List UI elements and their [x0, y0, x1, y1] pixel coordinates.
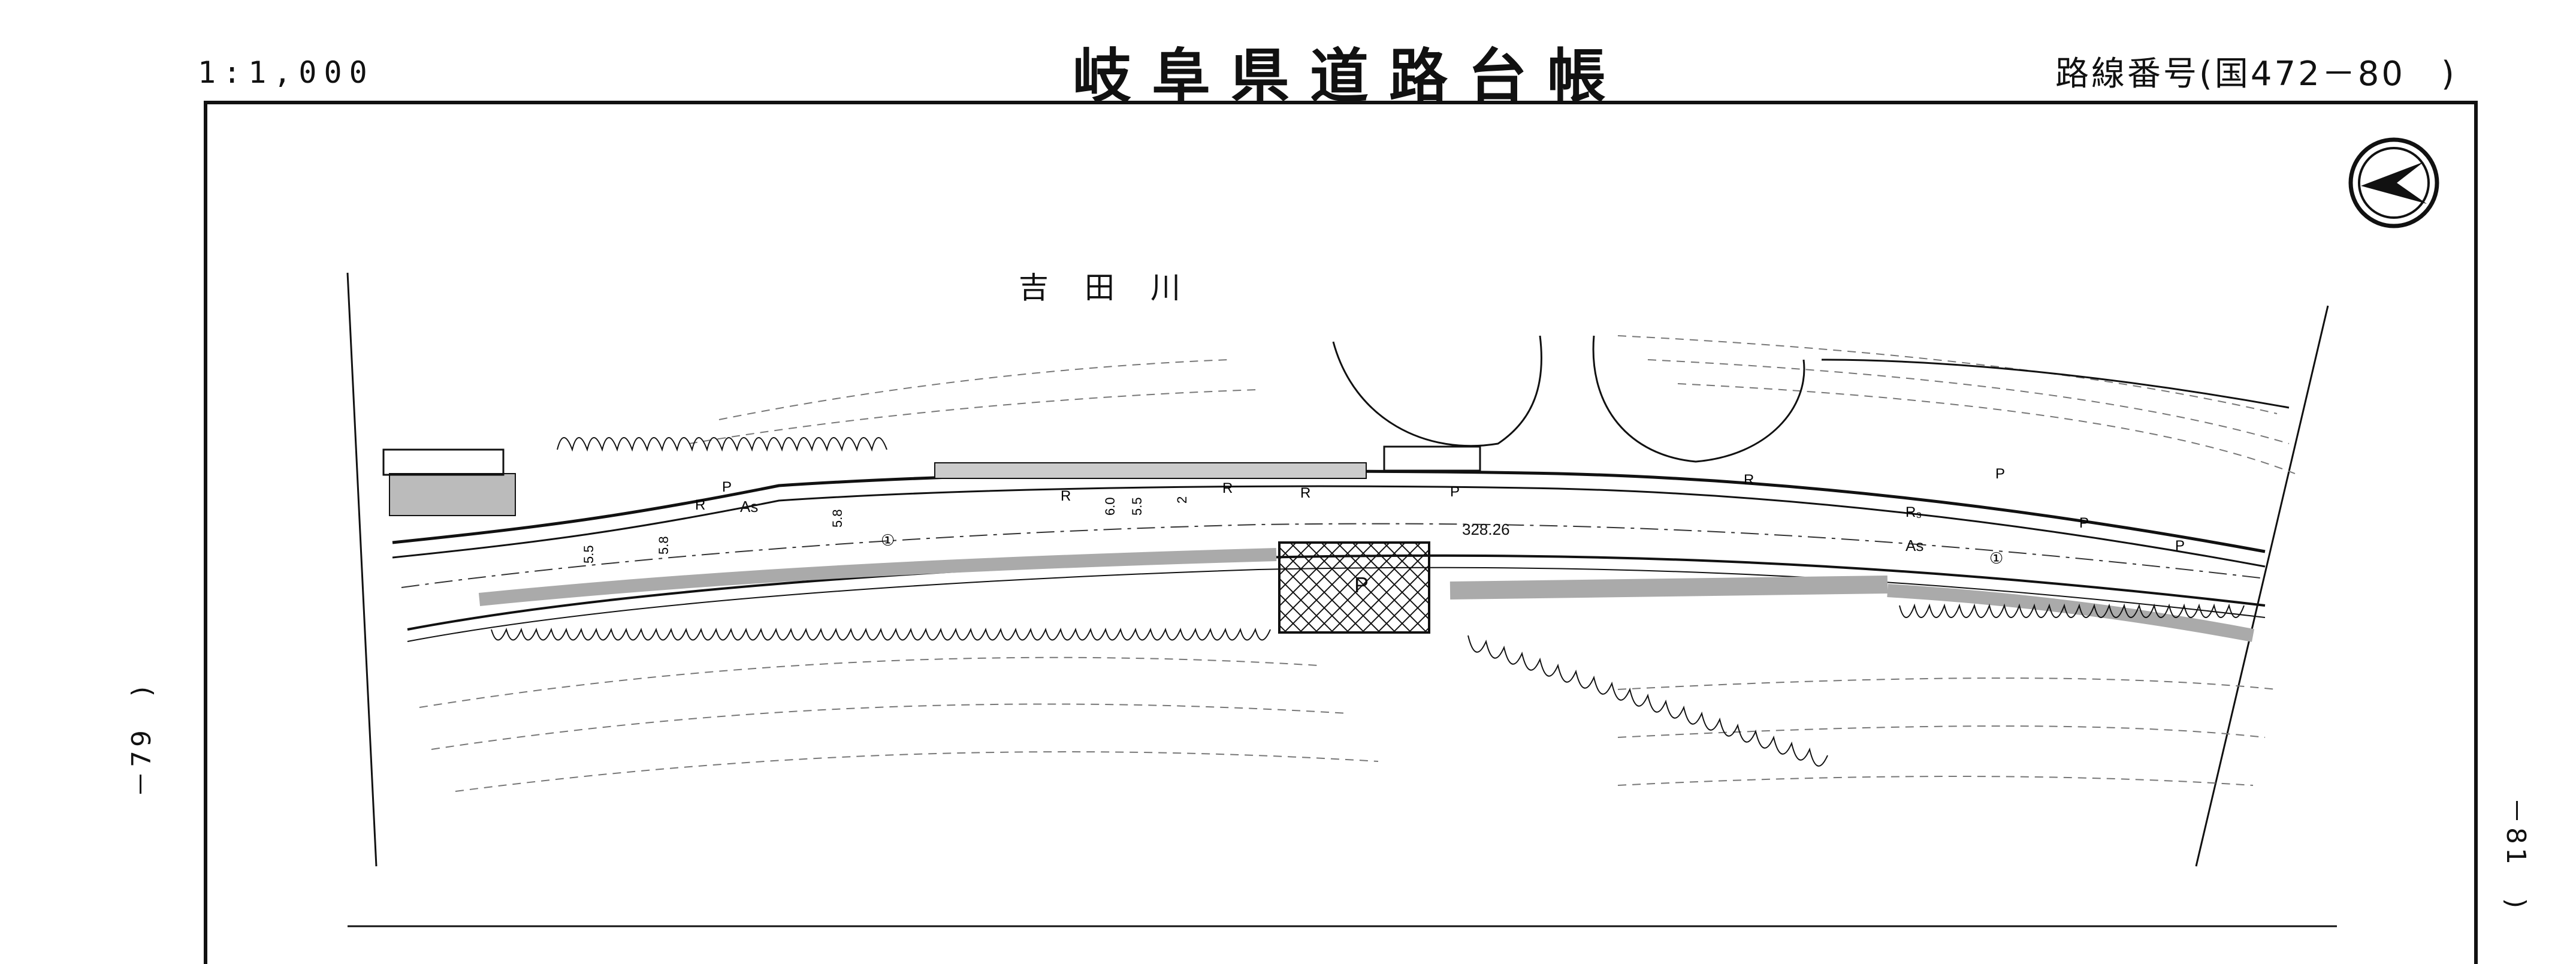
center-line: [401, 523, 2266, 588]
surface-label-right: As: [1905, 537, 1924, 555]
sheet-cut-right: [2195, 305, 2329, 867]
structures: [382, 445, 1481, 476]
road-mark: P: [2175, 538, 2185, 554]
right-page-ref: －81 ): [2500, 797, 2531, 912]
lane-marker: ①: [881, 532, 895, 550]
guardrail-strips: [389, 462, 2255, 642]
elevation-label: 328.26: [1462, 520, 1510, 538]
road-mark: R: [1744, 472, 1754, 488]
width-label: 5.5: [581, 545, 596, 564]
surface-label-left: As: [740, 498, 759, 516]
page-title: 岐阜県道路台帳: [1073, 43, 1627, 111]
contour-lines: [419, 335, 2296, 792]
north-arrow-icon: [2348, 137, 2439, 228]
map-frame: [204, 101, 2478, 964]
road-mark: R₃: [1905, 504, 1922, 520]
road-map: R P R R R P R P P R₃ P 5.5 5.8 5.8 6.0 5.5 2 ① ①: [346, 137, 2439, 927]
width-label: 5.5: [1130, 497, 1144, 516]
width-label: 5.8: [830, 509, 845, 528]
width-label: 6.0: [1103, 497, 1118, 516]
slope-hatching: [491, 437, 2245, 767]
sheet-cut-left: [346, 272, 378, 867]
bridge-block: [1278, 541, 1430, 634]
road-mark: P: [1995, 466, 2005, 482]
left-page-ref: －79 ): [126, 682, 157, 797]
road-mark: R: [695, 497, 705, 513]
route-number: 路線番号(国472－80 ): [2055, 55, 2457, 94]
road-mark: P: [1450, 484, 1460, 500]
lane-marker: ①: [1989, 550, 2003, 568]
road-mark: P: [722, 479, 732, 495]
width-label: 5.8: [656, 536, 671, 555]
bridge-label: P: [1354, 573, 1369, 597]
map-scale: 1:1,000: [198, 55, 375, 90]
road-mark: P: [2079, 515, 2089, 531]
road-mark: R: [1061, 488, 1071, 504]
river-label: 吉田川: [1019, 270, 1216, 305]
road-mark: R: [1222, 480, 1233, 496]
wooded-mounds: [1332, 335, 2290, 463]
width-label: 2: [1174, 496, 1189, 504]
road-mark: R: [1300, 485, 1310, 501]
